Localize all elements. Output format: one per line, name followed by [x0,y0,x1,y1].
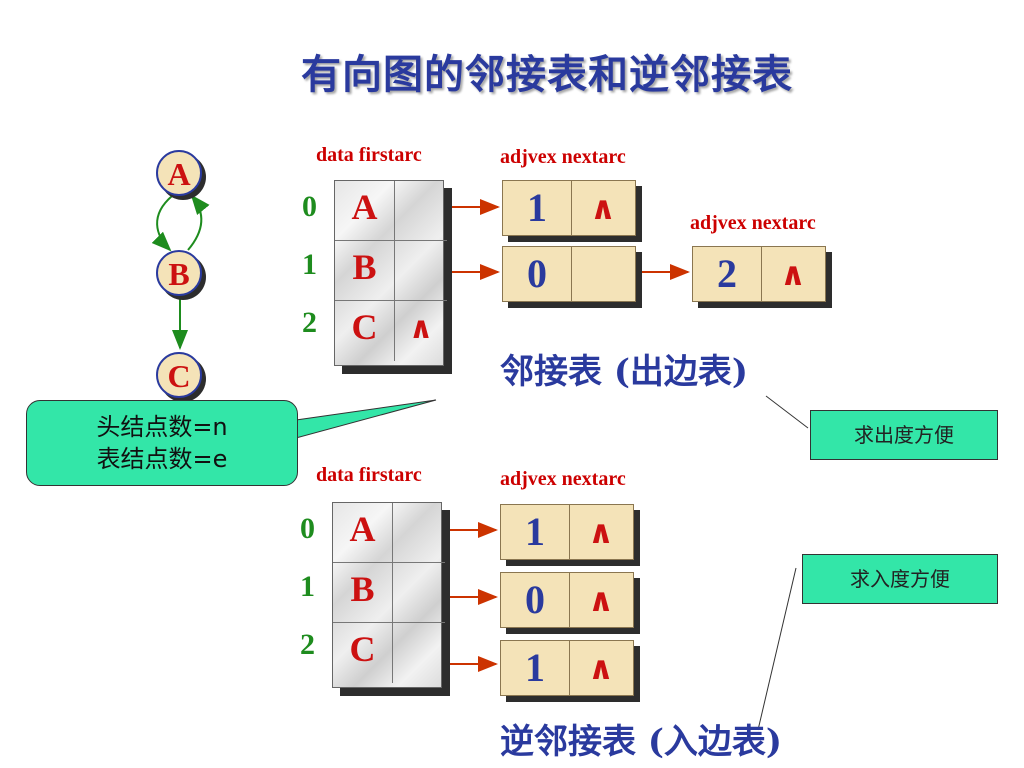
out-node-0-nextarc: ∧ [590,189,616,227]
edge-b-to-a [187,194,210,251]
in-index-1: 1 [300,570,315,603]
out-node-0: 1 ∧ [502,180,636,236]
in-node-0-adjvex: 1 [501,505,570,559]
in-row-2-data: C [333,623,393,683]
in-node-1-adjvex: 0 [501,573,570,627]
note-out-pointer [765,395,809,429]
in-head-table: A B C [332,502,445,688]
in-row-2-firstarc [393,623,445,683]
graph-node-b: B [156,250,202,296]
out-node-2-adjvex: 2 [693,247,762,301]
out-caption: 邻接表 (出边表) [500,352,749,392]
out-row-2-data: C [335,301,395,361]
callout-line-2: 表结点数=e [96,445,228,473]
in-node-2-adjvex: 1 [501,641,570,695]
out-node-0-adjvex: 1 [503,181,572,235]
graph-node-a: A [156,150,202,196]
in-row-1-firstarc [393,563,445,623]
out-node-header-1: adjvex nextarc [500,146,626,168]
in-index-0: 0 [300,512,315,545]
in-header-label: data firstarc [316,464,422,486]
out-row-1-firstarc [395,241,447,301]
out-row-1-data: B [335,241,395,301]
in-node-2-nextarc: ∧ [588,649,614,687]
callout-box: 头结点数=n 表结点数=e [26,400,298,486]
in-node-header: adjvex nextarc [500,468,626,490]
out-node-1: 0 [502,246,636,302]
in-caption: 逆邻接表 (入边表) [500,722,783,762]
in-note: 求入度方便 [802,554,998,604]
out-header-label: data firstarc [316,144,422,166]
callout-pointer [295,399,437,439]
in-node-2: 1 ∧ [500,640,634,696]
note-in-pointer [757,567,797,731]
in-node-0: 1 ∧ [500,504,634,560]
out-index-1: 1 [302,248,317,281]
page-title: 有向图的邻接表和逆邻接表 [301,51,793,98]
out-index-0: 0 [302,190,317,223]
out-node-header-2: adjvex nextarc [690,212,816,234]
in-node-0-nextarc: ∧ [588,513,614,551]
out-row-0-data: A [335,181,395,241]
callout-line-1: 头结点数=n [96,413,228,441]
out-index-2: 2 [302,306,317,339]
out-node-1-adjvex: 0 [503,247,572,301]
in-row-0-data: A [333,503,393,563]
out-row-0-firstarc [395,181,447,241]
out-node-2-nextarc: ∧ [780,255,806,293]
out-node-1-nextarc [571,247,635,301]
in-node-1: 0 ∧ [500,572,634,628]
graph-node-c: C [156,352,202,398]
in-row-1-data: B [333,563,393,623]
out-row-2-firstarc: ∧ [408,311,434,346]
in-row-0-firstarc [393,503,445,563]
out-note: 求出度方便 [810,410,998,460]
edge-a-to-b [151,195,173,252]
in-node-1-nextarc: ∧ [588,581,614,619]
out-node-2: 2 ∧ [692,246,826,302]
out-head-table: A B C ∧ [334,180,447,366]
in-index-2: 2 [300,628,315,661]
